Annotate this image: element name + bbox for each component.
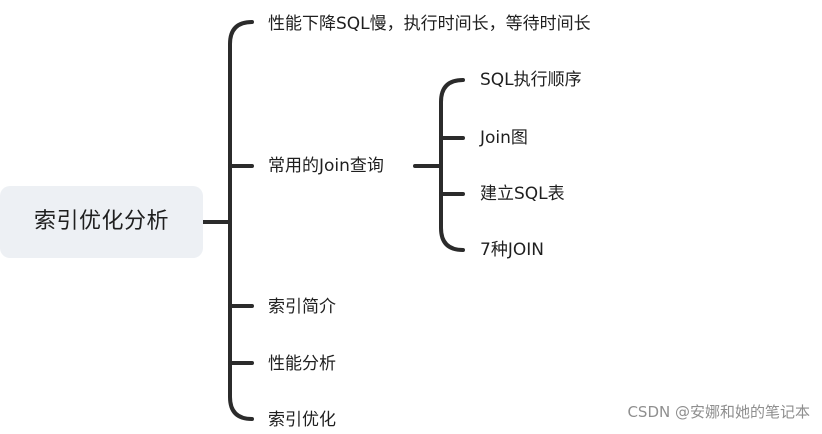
root-node-label: 索引优化分析 bbox=[33, 209, 169, 234]
sub-spine bbox=[439, 78, 465, 252]
branch-index-intro: 索引简介 bbox=[268, 297, 336, 317]
root-node-box bbox=[0, 186, 203, 258]
sub-create-sql-table: 建立SQL表 bbox=[480, 184, 565, 204]
branch-join-queries: 常用的Join查询 bbox=[268, 156, 384, 176]
sub-sql-execution-order: SQL执行顺序 bbox=[480, 70, 582, 90]
branch-performance-decline: 性能下降SQL慢，执行时间长，等待时间长 bbox=[268, 14, 591, 34]
sub-seven-joins: 7种JOIN bbox=[480, 240, 544, 260]
main-spine bbox=[228, 20, 254, 421]
branch-index-optimization: 索引优化 bbox=[268, 410, 336, 430]
sub-join-diagram: Join图 bbox=[480, 128, 528, 148]
branch-performance-analysis: 性能分析 bbox=[268, 354, 336, 374]
watermark: CSDN @安娜和她的笔记本 bbox=[627, 403, 810, 421]
